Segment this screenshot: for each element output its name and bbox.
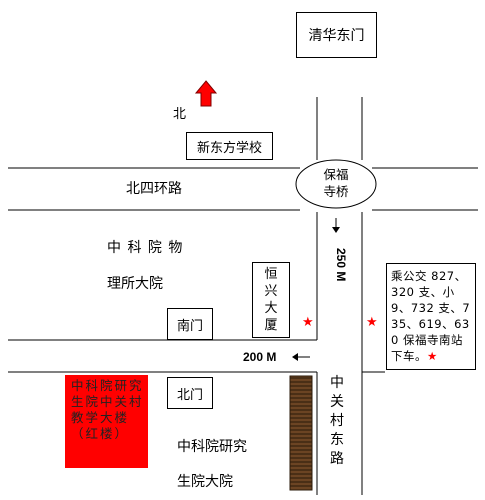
distance-250m: 250 M xyxy=(334,248,348,282)
bus-info-star-icon: ★ xyxy=(427,349,438,363)
hengxing-label: 恒 兴 大 厦 xyxy=(264,267,278,333)
distance-arrow-left-icon xyxy=(292,353,298,361)
baofusi-bridge-ellipse xyxy=(295,159,377,209)
graduate-school-line1: 中科院研究 xyxy=(177,439,247,455)
zgc-east-road-label: 中 关 村 东 路 xyxy=(330,375,344,467)
distance-200m: 200 M xyxy=(243,350,277,364)
physics-institute-line1: 中 科 院 物 xyxy=(107,240,184,256)
north-4th-ring-label: 北四环路 xyxy=(126,181,182,197)
bus-info-box: 乘公交 827、320 支、小 9、732 支、735、619、630 保福寺南… xyxy=(386,263,476,370)
north-label: 北 xyxy=(173,107,187,122)
east-gate-box: 清华东门 xyxy=(296,12,377,58)
star-icon-bus-stop: ★ xyxy=(366,315,378,330)
new-oriental-box: 新东方学校 xyxy=(186,132,273,160)
north-gate-box: 北门 xyxy=(167,377,213,409)
physics-institute-line2: 理所大院 xyxy=(107,276,163,292)
bus-info-text: 乘公交 827、320 支、小 9、732 支、735、619、630 保福寺南… xyxy=(391,269,471,363)
north-arrow-icon xyxy=(194,80,218,107)
south-gate-box: 南门 xyxy=(167,308,213,340)
star-icon-hengxing: ★ xyxy=(302,315,314,330)
graduate-school-line2: 生院大院 xyxy=(177,474,233,490)
campus-building-icon xyxy=(289,375,313,491)
teaching-building-box: 中科院研究生院中关村教学大楼（红楼） xyxy=(65,375,148,468)
distance-arrow-down-icon xyxy=(332,227,340,233)
hengxing-box: 恒 兴 大 厦 xyxy=(252,262,290,338)
baofusi-bridge-label: 保福 寺桥 xyxy=(323,167,349,199)
